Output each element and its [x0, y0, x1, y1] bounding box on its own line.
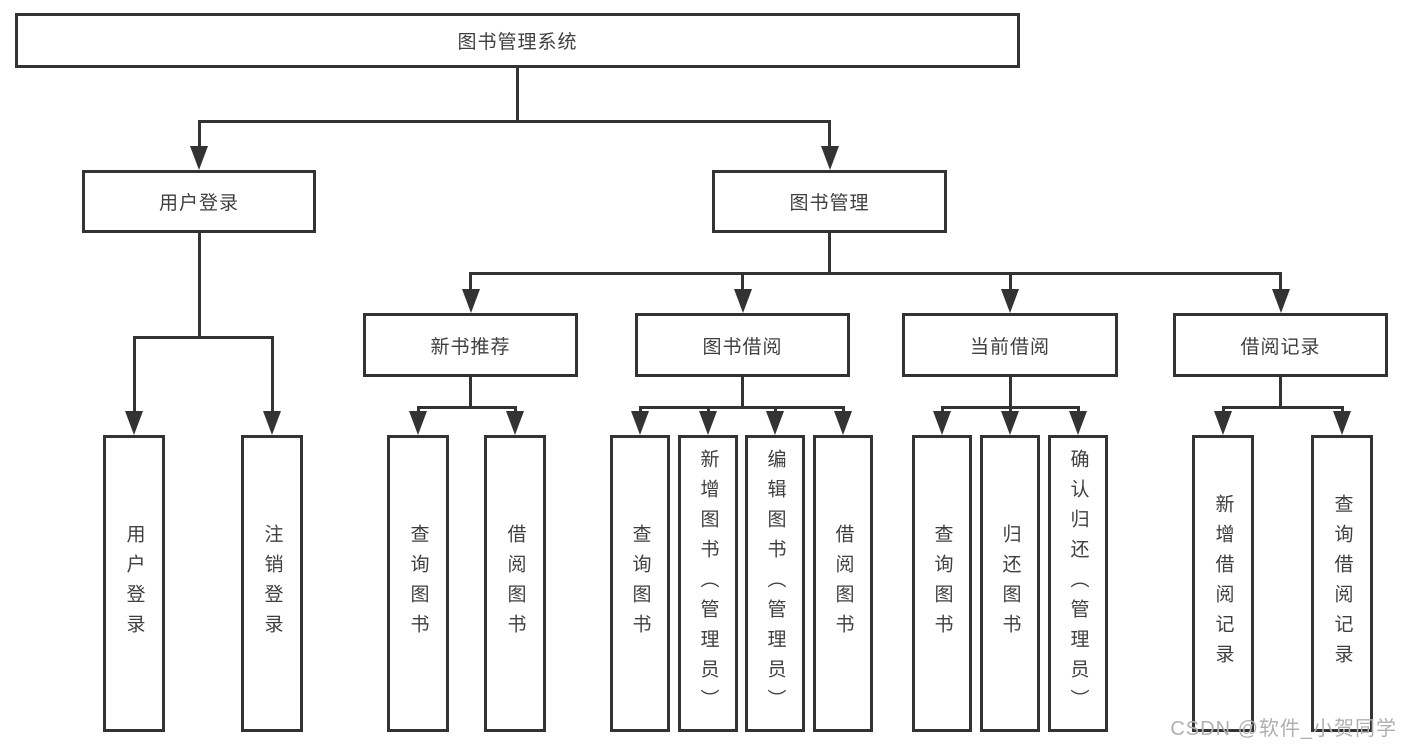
connector-line: [1008, 406, 1012, 415]
node-user-login: 用户登录: [82, 170, 316, 233]
connector-line: [706, 406, 710, 415]
connector-line: [741, 377, 744, 406]
connector-line: [828, 120, 831, 150]
node-label: 新增图书（管理员）: [697, 448, 719, 719]
arrow-down-icon: [766, 411, 784, 435]
node-label: 归还图书: [999, 523, 1021, 644]
connector-line: [197, 120, 201, 150]
node-br-query-record: 查询借阅记录: [1311, 435, 1373, 732]
arrow-down-icon: [409, 411, 427, 435]
node-label: 图书借阅: [702, 336, 783, 358]
node-label: 用户登录: [158, 193, 239, 214]
arrow-down-icon: [125, 411, 143, 435]
node-label: 查询图书: [931, 523, 953, 644]
connector-line: [197, 120, 831, 123]
arrow-down-icon: [1001, 411, 1019, 435]
node-bb-query-book: 查询图书: [610, 435, 670, 732]
connector-line: [1076, 406, 1080, 415]
node-bb-borrow-book: 借阅图书: [813, 435, 873, 732]
arrow-down-icon: [631, 411, 649, 435]
connector-line: [1340, 406, 1344, 415]
node-label: 编辑图书（管理员）: [764, 448, 786, 719]
node-new-book-rec: 新书推荐: [363, 313, 578, 377]
node-label: 借阅记录: [1240, 336, 1321, 358]
arrow-down-icon: [699, 411, 717, 435]
connector-line: [416, 406, 517, 409]
connector-line: [513, 406, 517, 415]
connector-line: [741, 272, 744, 293]
watermark: CSDN @软件_小贺同学: [1170, 718, 1397, 740]
arrow-down-icon: [190, 146, 208, 170]
node-leaf-logout: 注销登录: [241, 435, 303, 732]
node-cb-confirm-return: 确认归还（管理员）: [1048, 435, 1108, 732]
connector-line: [638, 406, 642, 415]
node-label: 确认归还（管理员）: [1067, 448, 1089, 719]
arrow-down-icon: [1271, 289, 1290, 313]
connector-line: [270, 336, 274, 415]
node-leaf-user-login: 用户登录: [103, 435, 165, 732]
node-label: 借阅图书: [504, 523, 526, 644]
connector-line: [516, 68, 519, 120]
arrow-down-icon: [820, 146, 839, 170]
node-borrow-records: 借阅记录: [1173, 313, 1388, 377]
node-root: 图书管理系统: [15, 13, 1020, 68]
node-label: 查询借阅记录: [1331, 493, 1353, 674]
arrow-down-icon: [263, 411, 281, 435]
node-br-add-record: 新增借阅记录: [1192, 435, 1254, 732]
arrow-down-icon: [933, 411, 951, 435]
node-label: 图书管理: [789, 193, 870, 214]
arrow-down-icon: [834, 411, 852, 435]
connector-line: [132, 336, 136, 415]
arrow-down-icon: [1333, 411, 1351, 435]
connector-line: [1279, 377, 1282, 406]
node-bb-add-book: 新增图书（管理员）: [678, 435, 738, 732]
node-label: 借阅图书: [832, 523, 854, 644]
connector-line: [1279, 272, 1282, 293]
connector-line: [1221, 406, 1344, 409]
connector-line: [773, 406, 777, 415]
connector-line: [469, 272, 472, 293]
node-current-borrow: 当前借阅: [902, 313, 1118, 377]
connector-line: [1221, 406, 1225, 415]
connector-line: [197, 233, 201, 336]
connector-line: [416, 406, 420, 415]
arrow-down-icon: [1214, 411, 1232, 435]
node-label: 新书推荐: [430, 336, 511, 358]
connector-line: [1008, 377, 1012, 406]
node-book-borrow: 图书借阅: [635, 313, 850, 377]
node-label: 新增借阅记录: [1212, 493, 1234, 674]
node-book-mgmt: 图书管理: [712, 170, 947, 233]
connector-line: [1008, 272, 1012, 293]
connector-line: [469, 377, 472, 406]
node-label: 当前借阅: [969, 336, 1050, 358]
node-label: 查询图书: [407, 523, 429, 644]
arrow-down-icon: [1001, 289, 1019, 313]
node-label: 注销登录: [261, 523, 283, 644]
node-bb-edit-book: 编辑图书（管理员）: [745, 435, 805, 732]
node-cb-query-book: 查询图书: [912, 435, 972, 732]
node-cb-return-book: 归还图书: [980, 435, 1040, 732]
connector-line: [638, 406, 845, 409]
arrow-down-icon: [733, 289, 752, 313]
connector-line: [940, 406, 944, 415]
node-label: 用户登录: [123, 523, 145, 644]
node-label: 查询图书: [629, 523, 651, 644]
arrow-down-icon: [1069, 411, 1087, 435]
arrow-down-icon: [506, 411, 524, 435]
connector-line: [132, 336, 274, 339]
connector-line: [828, 233, 831, 272]
connector-line: [841, 406, 845, 415]
node-rec-query-book: 查询图书: [387, 435, 449, 732]
node-label: 图书管理系统: [457, 32, 578, 53]
node-rec-borrow-book: 借阅图书: [484, 435, 546, 732]
connector-line: [469, 272, 1282, 275]
arrow-down-icon: [461, 289, 480, 313]
